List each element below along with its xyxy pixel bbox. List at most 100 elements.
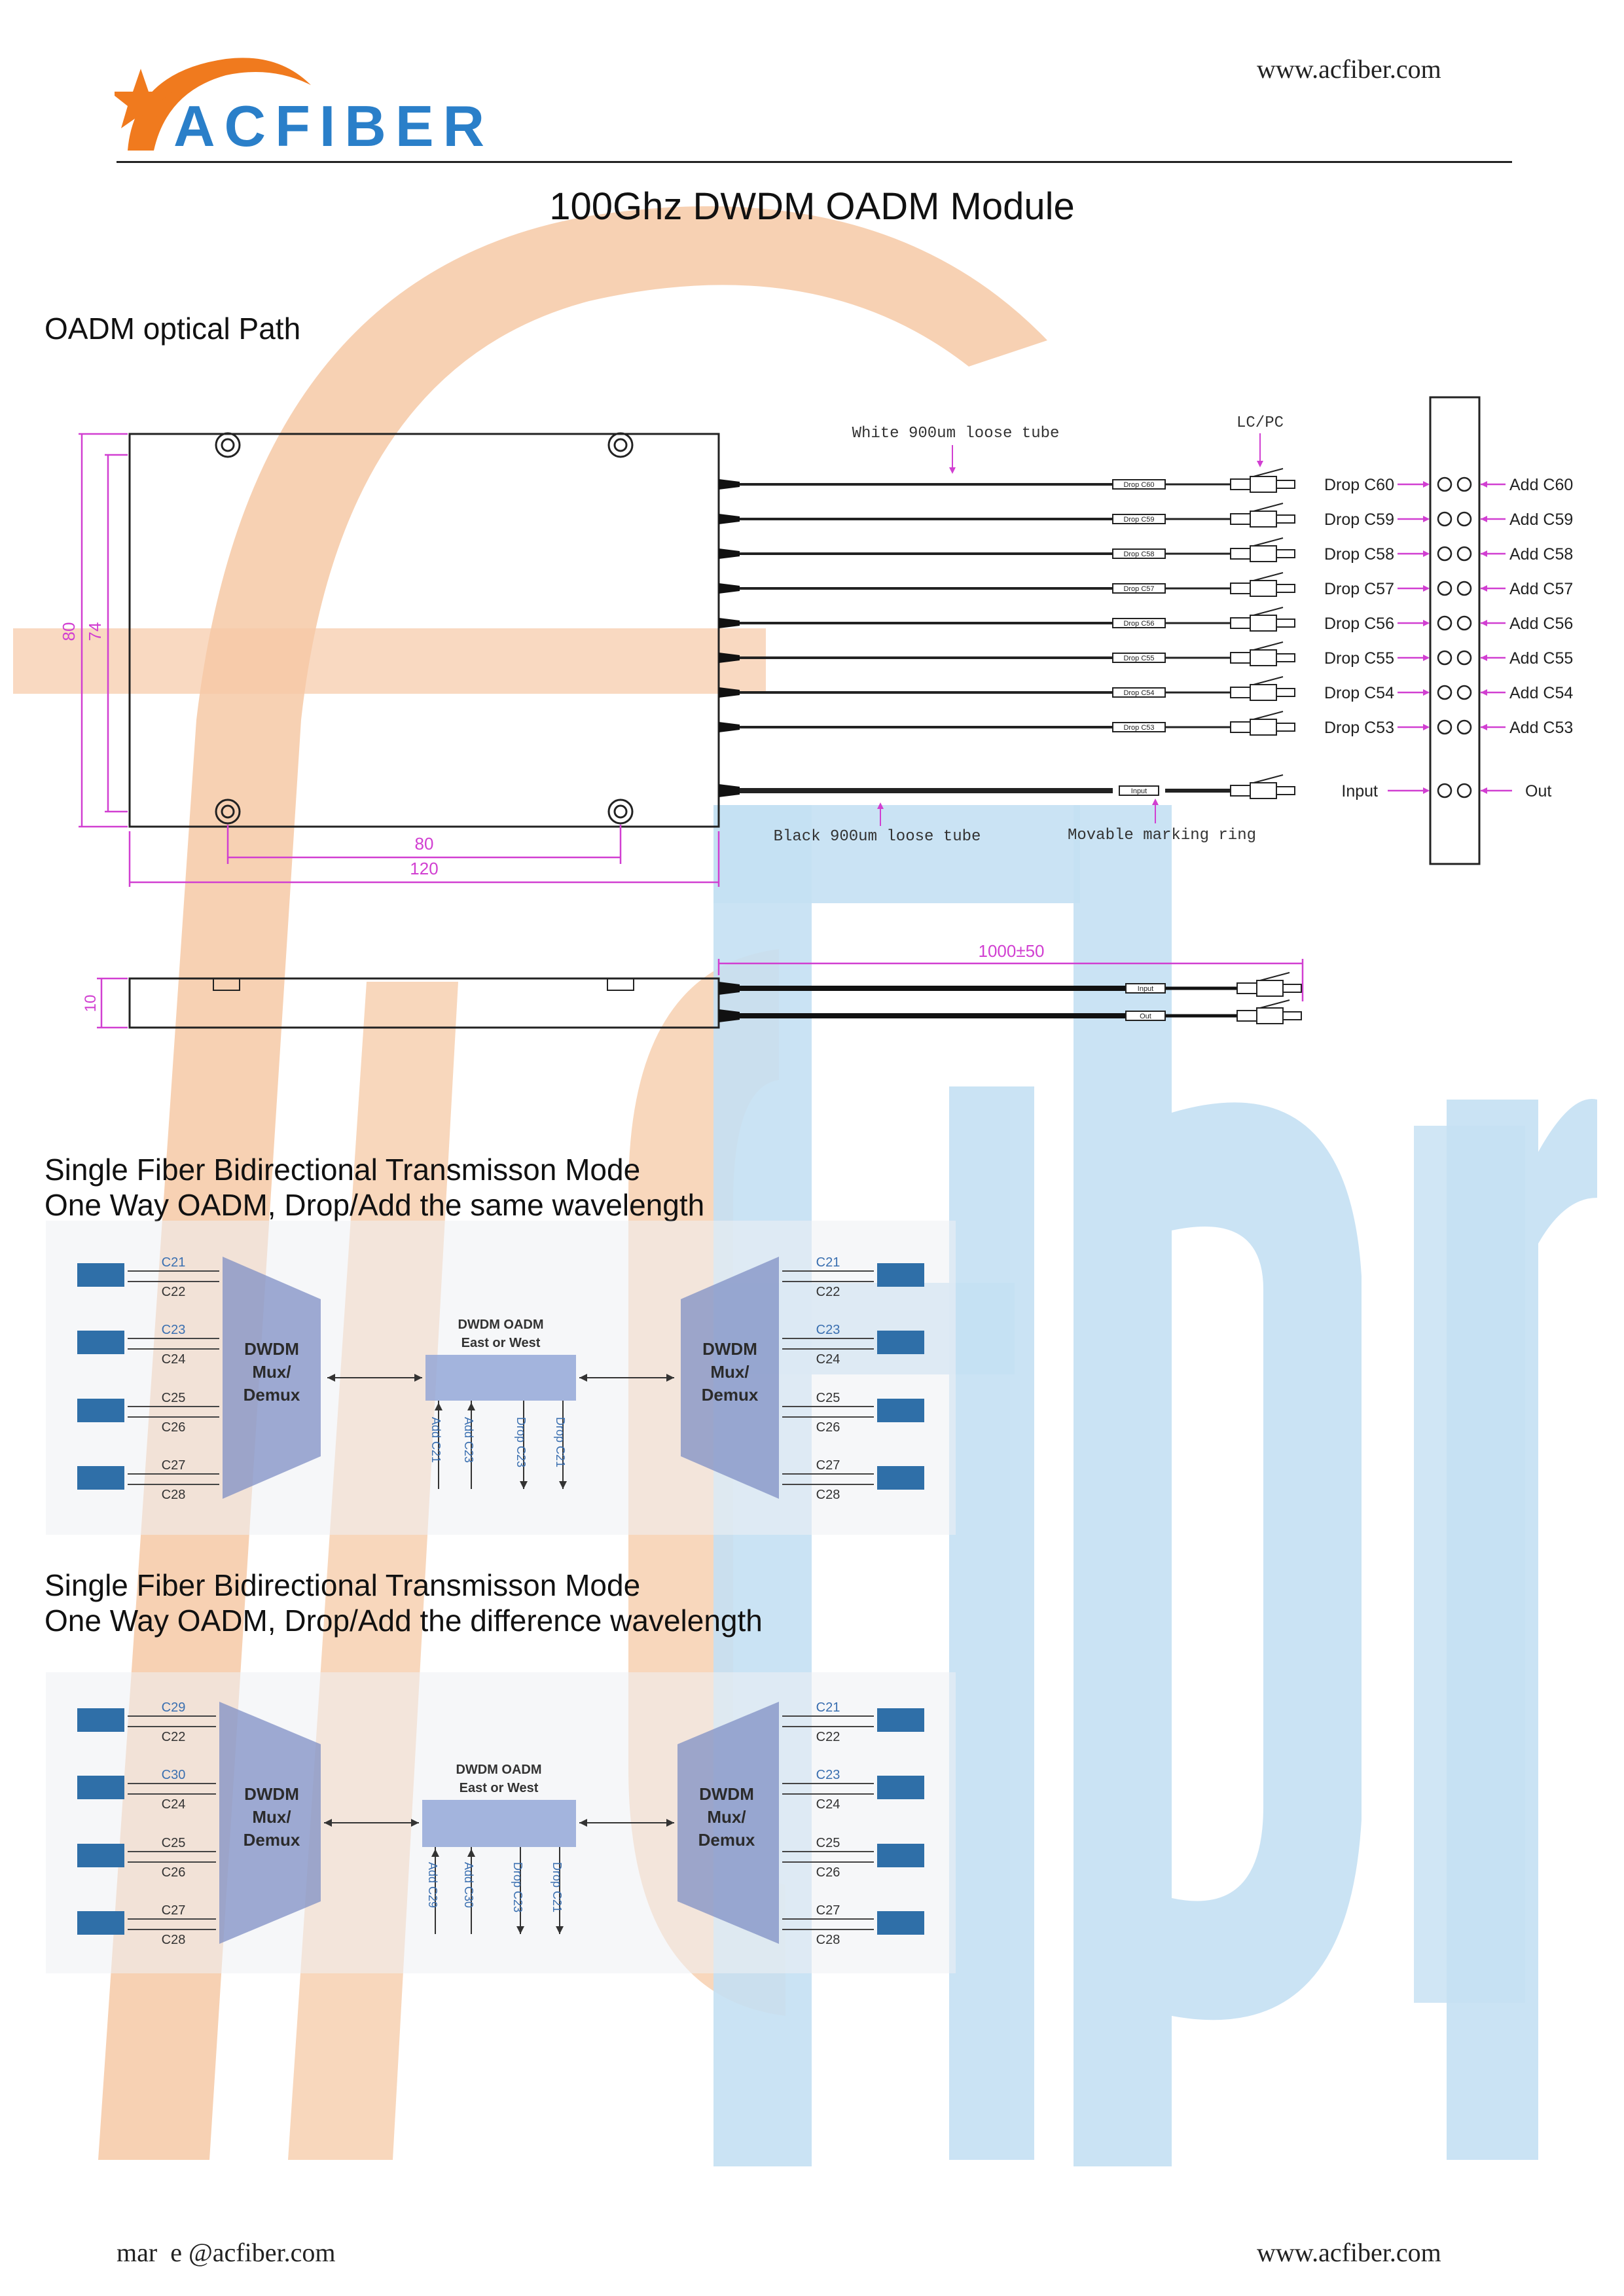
port-label: Drop C23 xyxy=(514,1417,528,1467)
lc-connector-icon xyxy=(1236,972,1302,1024)
label-lcpc: LC/PC xyxy=(1236,414,1284,432)
channel-label: C28 xyxy=(162,1933,186,1947)
tag-label: Drop C54 xyxy=(1123,689,1154,697)
mux-label: Demux xyxy=(698,1830,755,1850)
channel-label: C21 xyxy=(162,1255,186,1270)
channel-label: C27 xyxy=(816,1903,840,1918)
add-label: Add C55 xyxy=(1509,649,1573,668)
add-label: Add C53 xyxy=(1509,719,1573,737)
lc-connector-icon xyxy=(1230,468,1295,799)
section-heading-difference-wavelength: Single Fiber Bidirectional Transmisson M… xyxy=(45,1568,763,1638)
channel-label: C27 xyxy=(162,1458,186,1473)
port-label: Drop C23 xyxy=(511,1862,524,1912)
mux-demux-left xyxy=(223,1257,321,1499)
heading-line: One Way OADM, Drop/Add the same waveleng… xyxy=(45,1188,705,1222)
channel-label: C21 xyxy=(816,1255,840,1270)
section-heading-same-wavelength: Single Fiber Bidirectional Transmisson M… xyxy=(45,1152,704,1223)
channel-label: C24 xyxy=(162,1797,186,1812)
acfiber-logo-swoosh xyxy=(115,58,311,151)
channel-label: C23 xyxy=(816,1323,840,1337)
channel-label: C28 xyxy=(816,1933,840,1947)
mux-label: DWDM xyxy=(699,1784,754,1804)
channel-label: C24 xyxy=(816,1797,840,1812)
add-label: Add C56 xyxy=(1509,615,1573,633)
channel-label: C30 xyxy=(162,1768,186,1782)
channel-label: C22 xyxy=(162,1285,186,1299)
channel-label: C24 xyxy=(816,1352,840,1367)
port-label: Add C21 xyxy=(429,1417,442,1463)
mounting-hole-icon xyxy=(215,432,634,825)
drop-fibers xyxy=(720,483,1231,793)
header-divider xyxy=(117,161,1512,163)
tag-label: Drop C59 xyxy=(1123,516,1154,524)
label-marking-ring: Movable marking ring xyxy=(1068,827,1256,844)
mux-label: DWDM xyxy=(244,1339,299,1359)
channel-label: C25 xyxy=(162,1391,186,1405)
logo-text: ACFIBER xyxy=(173,94,494,158)
add-label: Add C59 xyxy=(1509,511,1573,529)
module-body xyxy=(128,433,720,828)
channel-label: C24 xyxy=(162,1352,186,1367)
channel-label: C25 xyxy=(816,1836,840,1850)
mux-label: Mux/ xyxy=(707,1807,746,1827)
patch-panel xyxy=(1429,396,1481,865)
oadm-label: DWDM OADM xyxy=(458,1318,543,1332)
tag-label: Input xyxy=(1138,985,1153,993)
channel-label: C27 xyxy=(162,1903,186,1918)
port-label: Add C23 xyxy=(462,1417,475,1463)
mux-demux-left xyxy=(219,1702,321,1944)
port-label: Add C30 xyxy=(462,1862,475,1908)
oadm-same-wavelength-diagram: DWDM Mux/ Demux DWDM Mux/ Demux C21 C22 … xyxy=(46,1221,956,1535)
page-title: 100Ghz DWDM OADM Module xyxy=(549,185,1075,228)
drop-label: Drop C55 xyxy=(1324,649,1394,668)
mux-label: Mux/ xyxy=(252,1362,291,1382)
channel-label: C27 xyxy=(816,1458,840,1473)
channel-label: C22 xyxy=(162,1730,186,1744)
footer-email[interactable]: mar e @acfiber.com xyxy=(117,2238,336,2267)
tag-label: Drop C53 xyxy=(1123,724,1154,732)
tag-label: Drop C60 xyxy=(1123,481,1154,489)
oadm-box xyxy=(422,1800,576,1847)
drop-label: Drop C53 xyxy=(1324,719,1394,737)
module-side-view xyxy=(128,977,720,1029)
drop-label: Drop C58 xyxy=(1324,545,1394,564)
channel-label: C26 xyxy=(162,1420,186,1435)
channel-label: C28 xyxy=(816,1488,840,1502)
oadm-difference-wavelength-diagram: DWDM Mux/ Demux DWDM Mux/ Demux C29 C22 … xyxy=(46,1672,956,1973)
tag-label: Drop C56 xyxy=(1123,620,1154,628)
channel-label: C26 xyxy=(816,1865,840,1880)
footer-website[interactable]: www.acfiber.com xyxy=(1257,2238,1441,2267)
dim-height-outer: 80 xyxy=(59,622,79,641)
channel-label: C26 xyxy=(816,1420,840,1435)
channel-label: C23 xyxy=(162,1323,186,1337)
mux-label: Demux xyxy=(244,1385,300,1405)
channel-label: C29 xyxy=(162,1700,186,1715)
add-label: Add C60 xyxy=(1509,476,1573,494)
drop-label: Drop C57 xyxy=(1324,580,1394,598)
mux-label: Mux/ xyxy=(710,1362,749,1382)
drop-label: Drop C59 xyxy=(1324,511,1394,529)
add-label: Add C57 xyxy=(1509,580,1573,598)
tag-label: Drop C57 xyxy=(1123,585,1154,593)
header-website[interactable]: www.acfiber.com xyxy=(1257,54,1441,84)
tag-label: Drop C58 xyxy=(1123,550,1154,558)
channel-label: C25 xyxy=(162,1836,186,1850)
dim-fiber-length: 1000±50 xyxy=(978,941,1044,961)
port-label: Drop C21 xyxy=(554,1417,567,1467)
oadm-box xyxy=(425,1355,576,1401)
mux-label: DWDM xyxy=(244,1784,299,1804)
oadm-label: East or West xyxy=(461,1336,541,1350)
section-heading-oadm-path: OADM optical Path xyxy=(45,312,301,346)
mux-label: Mux/ xyxy=(252,1807,291,1827)
channel-label: C23 xyxy=(816,1768,840,1782)
dim-height-inner: 74 xyxy=(85,622,105,641)
add-label: Add C54 xyxy=(1509,684,1573,702)
channel-label: C26 xyxy=(162,1865,186,1880)
port-label: Add C29 xyxy=(426,1862,439,1908)
channel-label: C28 xyxy=(162,1488,186,1502)
drop-label: Drop C60 xyxy=(1324,476,1394,494)
drop-label: Drop C54 xyxy=(1324,684,1394,702)
oadm-label: East or West xyxy=(460,1781,539,1795)
drop-label: Drop C56 xyxy=(1324,615,1394,633)
label-black-tube: Black 900um loose tube xyxy=(774,828,981,846)
